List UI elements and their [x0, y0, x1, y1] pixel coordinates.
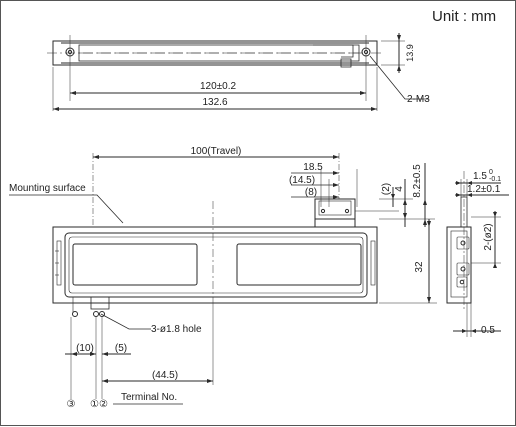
- terminal-1-icon: [93, 311, 99, 317]
- dim-1-5-tol-lower: -0.1: [489, 176, 501, 183]
- dim-0-5-label: 0.5: [481, 325, 495, 336]
- dim-14-5-label: (14.5): [289, 175, 315, 186]
- dim-44-5-label: (44.5): [152, 370, 178, 381]
- terminal-2-icon: [99, 311, 105, 317]
- terminal-3-label: ③: [67, 399, 76, 410]
- mount-pitch-tol-label: ±0.2: [217, 81, 237, 92]
- height-13-9-label: 13.9: [405, 44, 415, 62]
- front-view-body: [52, 226, 378, 304]
- terminal-3-icon: [72, 311, 78, 317]
- dim-1-5-tol-upper: 0: [489, 169, 493, 176]
- svg-text:120±0.2: 120±0.2: [200, 81, 237, 92]
- right-window: [236, 243, 362, 286]
- mounting-surface-label: Mounting surface: [9, 183, 86, 194]
- dim-2-phi-label: 2-(ø2): [483, 223, 494, 250]
- dim-5-label: (5): [115, 343, 127, 354]
- mount-pitch-label: 120: [200, 81, 217, 92]
- screw-callout-label: 2-M3: [407, 94, 430, 105]
- dim-18-5-label: 18.5: [303, 162, 323, 173]
- front-view: 100(Travel) Mounting surface 18.5 (14.5)…: [9, 146, 437, 410]
- dim-4-label: 4: [394, 186, 405, 192]
- top-view: 13.9 120±0.2 132.6 2-M3: [47, 33, 430, 111]
- overall-length-label: 132.6: [202, 97, 227, 108]
- dim-8-label: (8): [305, 187, 317, 198]
- left-window: [72, 243, 198, 286]
- dim-2-label: (2): [381, 183, 392, 195]
- height-32-label: 32: [414, 261, 425, 273]
- dim-10-label: (10): [76, 343, 94, 354]
- dim-1-2-label: 1.2±0.1: [467, 184, 501, 195]
- dim-8-2-label: 8.2±0.5: [412, 164, 423, 198]
- dim-1-5-label: 1.5: [473, 171, 487, 182]
- travel-label: 100(Travel): [191, 146, 242, 157]
- holes-label: 3-ø1.8 hole: [151, 324, 202, 335]
- terminal-12-label: ①②: [90, 399, 108, 410]
- side-view: 1.5 0 -0.1 1.2±0.1 2-(ø2) 0.5: [446, 169, 509, 337]
- unit-label: Unit : mm: [432, 8, 496, 25]
- slider-knob: [314, 198, 356, 220]
- side-view-body: [446, 226, 472, 304]
- terminal-no-label: Terminal No.: [121, 392, 177, 403]
